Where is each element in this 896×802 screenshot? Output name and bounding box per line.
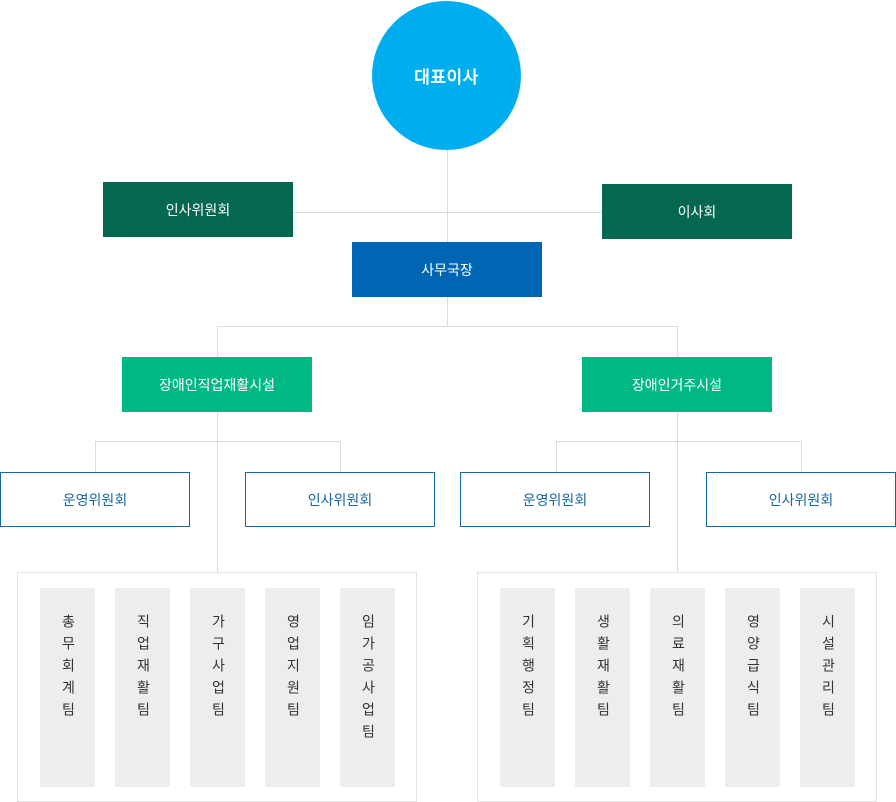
team-planning-admin: 기획행정팀 xyxy=(500,588,555,787)
team-label: 직업재활팀 xyxy=(134,614,151,724)
team-processing-business: 임가공사업팀 xyxy=(340,588,395,787)
team-vocational-rehab: 직업재활팀 xyxy=(115,588,170,787)
connector-ceo-vertical xyxy=(447,150,448,326)
board-node: 이사회 xyxy=(602,184,792,239)
connector-right-committee-1 xyxy=(556,441,557,472)
board-label: 이사회 xyxy=(677,204,717,221)
connector-right-committee-2 xyxy=(801,441,802,472)
team-living-rehab: 생활재활팀 xyxy=(575,588,630,787)
team-label: 임가공사업팀 xyxy=(359,614,376,746)
connector-left-committee-1 xyxy=(95,441,96,472)
team-facility-management: 시설관리팀 xyxy=(800,588,855,787)
facility-label: 장애인거주시설 xyxy=(631,377,723,394)
team-nutrition-meals: 영양급식팀 xyxy=(725,588,780,787)
facility-residential-operating-committee: 운영위원회 xyxy=(460,472,650,527)
connector-right-trunk xyxy=(677,412,678,572)
connector-right-committees xyxy=(556,441,802,442)
facility-label: 장애인직업재활시설 xyxy=(159,377,275,394)
team-furniture-business: 가구사업팀 xyxy=(190,588,245,787)
team-sales-support: 영업지원팀 xyxy=(265,588,320,787)
connector-right-facility-down xyxy=(677,326,678,357)
committee-label: 운영위원회 xyxy=(62,492,128,509)
secretary-general-label: 사무국장 xyxy=(421,262,473,279)
connector-committee-board xyxy=(293,212,602,213)
team-label: 총무회계팀 xyxy=(59,614,76,724)
team-label: 영업지원팀 xyxy=(284,614,301,724)
secretary-general-node: 사무국장 xyxy=(352,242,542,297)
ceo-node: 대표이사 xyxy=(372,1,521,150)
facility-vocational-personnel-committee: 인사위원회 xyxy=(245,472,435,527)
committee-node: 인사위원회 xyxy=(103,182,293,237)
committee-label: 운영위원회 xyxy=(522,492,588,509)
team-label: 생활재활팀 xyxy=(594,614,611,724)
connector-facilities-horizontal xyxy=(217,326,678,327)
connector-left-facility-down xyxy=(217,326,218,357)
committee-label: 인사위원회 xyxy=(768,492,834,509)
committee-label: 인사위원회 xyxy=(165,202,231,219)
team-general-affairs: 총무회계팀 xyxy=(40,588,95,787)
team-medical-rehab: 의료재활팀 xyxy=(650,588,705,787)
facility-vocational-node: 장애인직업재활시설 xyxy=(122,357,312,412)
ceo-label: 대표이사 xyxy=(414,68,479,88)
team-label: 가구사업팀 xyxy=(209,614,226,724)
committee-label: 인사위원회 xyxy=(307,492,373,509)
team-label: 기획행정팀 xyxy=(519,614,536,724)
facility-vocational-operating-committee: 운영위원회 xyxy=(0,472,190,527)
team-label: 시설관리팀 xyxy=(819,614,836,724)
team-label: 영양급식팀 xyxy=(744,614,761,724)
connector-left-committee-2 xyxy=(340,441,341,472)
facility-residential-personnel-committee: 인사위원회 xyxy=(706,472,896,527)
connector-left-trunk xyxy=(217,412,218,572)
connector-left-committees xyxy=(95,441,341,442)
facility-residential-node: 장애인거주시설 xyxy=(582,357,772,412)
team-label: 의료재활팀 xyxy=(669,614,686,724)
